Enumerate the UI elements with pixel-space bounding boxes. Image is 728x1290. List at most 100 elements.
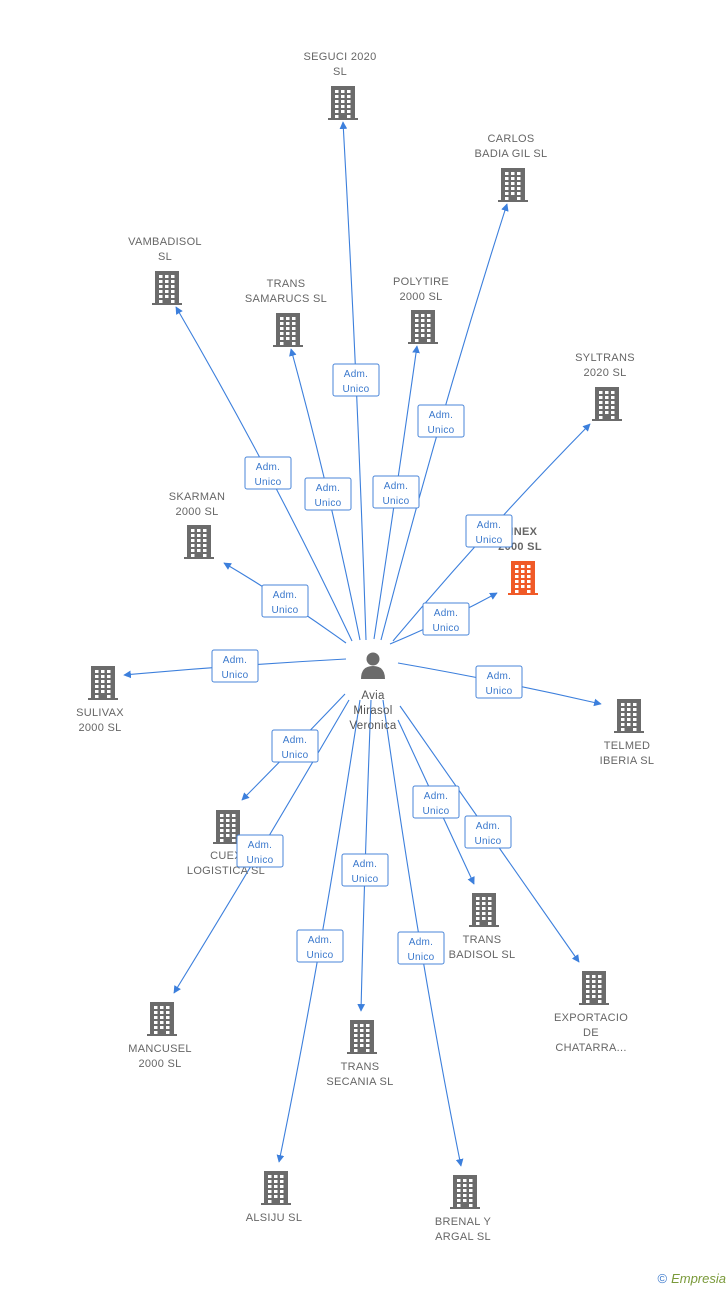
person-name-line: Avia [361, 690, 385, 702]
building-icon [579, 971, 609, 1005]
relation-label-alsiju[interactable]: Adm.Unico [296, 929, 344, 963]
relation-label-badisol[interactable]: Adm. Unico [412, 785, 460, 819]
relation-label-text: Adm. [316, 483, 341, 494]
relation-label-text: Adm. [409, 937, 434, 948]
relation-label-sinex[interactable]: Adm. Unico [422, 602, 470, 636]
company-node-mancusel[interactable]: MANCUSEL 2000 SL [128, 1002, 192, 1070]
relation-label-text: Unico [221, 670, 248, 681]
relation-label-text: Adm. [424, 791, 449, 802]
building-icon [408, 310, 438, 344]
building-icon [147, 1002, 177, 1036]
relation-label-text: Adm. [248, 840, 273, 851]
relation-label-text: Adm. [434, 608, 459, 619]
building-icon [469, 893, 499, 927]
company-node-alsiju[interactable]: ALSIJU SL [246, 1171, 303, 1224]
relation-label-text: Unico [246, 855, 273, 866]
relation-label-text: Adm. [273, 590, 298, 601]
relation-label-text: Adm. [487, 671, 512, 682]
company-label-line: SL [158, 251, 172, 263]
relation-label-text: Adm. [429, 410, 454, 421]
person-name-line: Mirasol [353, 705, 392, 717]
relation-label-text: Adm. [344, 369, 369, 380]
relation-label-text: Unico [342, 384, 369, 395]
relation-label-secania[interactable]: Adm.Unico [341, 853, 389, 887]
company-label-line: POLYTIRE [393, 276, 449, 288]
relation-label-brenal[interactable]: Adm. Unico [397, 931, 445, 965]
company-label-line: SULIVAX [76, 707, 124, 719]
relation-label-exportacio[interactable]: Adm. Unico [464, 815, 512, 849]
relation-label-text: Unico [427, 425, 454, 436]
company-label-line: ALSIJU SL [246, 1212, 303, 1224]
company-label-line: LOGISTICA SL [187, 865, 265, 877]
relation-label-text: Unico [474, 836, 501, 847]
relation-label-text: Unico [382, 496, 409, 507]
relation-label-telmed[interactable]: Adm.Unico [475, 665, 523, 699]
building-icon [592, 387, 622, 421]
relation-labels-layer: Adm.UnicoAdm.UnicoAdm.UnicoAdm.UnicoAdm.… [211, 363, 523, 965]
relation-label-polytire[interactable]: Adm.Unico [372, 475, 420, 509]
building-icon [213, 810, 243, 844]
brand-logo-text: Empresia [671, 1271, 726, 1286]
company-label-line: ARGAL SL [435, 1231, 491, 1243]
building-icon [508, 561, 538, 595]
company-label-line: SECANIA SL [326, 1076, 393, 1088]
person-icon [361, 652, 385, 679]
relation-label-text: Adm. [477, 520, 502, 531]
relation-label-vambadisol[interactable]: Adm.Unico [244, 456, 292, 490]
relation-label-sulivax[interactable]: Adm. Unico [211, 649, 259, 683]
building-icon [88, 666, 118, 700]
building-icon [261, 1171, 291, 1205]
relation-label-cuex[interactable]: Adm.Unico [271, 729, 319, 763]
company-label-line: BRENAL Y [435, 1216, 492, 1228]
relation-label-text: Adm. [223, 655, 248, 666]
relation-label-text: Unico [351, 874, 378, 885]
company-node-exportacio[interactable]: EXPORTACIODECHATARRA... [554, 971, 628, 1054]
relation-label-text: Adm. [256, 462, 281, 473]
relation-label-skarman[interactable]: Adm. Unico [261, 584, 309, 618]
building-icon [152, 271, 182, 305]
brand-footer[interactable]: ©Empresia [657, 1271, 726, 1286]
relation-label-text: Unico [422, 806, 449, 817]
building-icon [184, 525, 214, 559]
company-label-line: SYLTRANS [575, 352, 635, 364]
relation-label-text: Unico [281, 750, 308, 761]
relation-label-carlos[interactable]: Adm. Unico [417, 404, 465, 438]
relation-label-text: Adm. [476, 821, 501, 832]
company-label-line: 2000 SL [399, 291, 442, 303]
relation-label-mancusel[interactable]: Adm. Unico [236, 834, 284, 868]
relation-label-text: Unico [407, 952, 434, 963]
relation-label-text: Unico [306, 950, 333, 961]
relation-label-text: Unico [271, 605, 298, 616]
relation-label-text: Unico [432, 623, 459, 634]
relation-label-text: Unico [475, 535, 502, 546]
building-icon [450, 1175, 480, 1209]
company-label-line: MANCUSEL [128, 1043, 192, 1055]
relation-label-syltrans[interactable]: Adm. Unico [465, 514, 513, 548]
company-label-line: 2000 SL [138, 1058, 181, 1070]
company-node-brenal[interactable]: BRENAL Y ARGAL SL [435, 1175, 492, 1243]
building-icon [347, 1020, 377, 1054]
company-label-line: BADIA GIL SL [475, 148, 548, 160]
relation-label-seguci[interactable]: Adm. Unico [332, 363, 380, 397]
company-node-polytire[interactable]: POLYTIRE 2000 SL [393, 276, 449, 344]
copyright-symbol: © [657, 1271, 668, 1286]
company-label-line: SAMARUCS SL [245, 293, 327, 305]
company-label-line: 2000 SL [175, 506, 218, 518]
building-icon [614, 699, 644, 733]
relation-label-samarucs[interactable]: Adm.Unico [304, 477, 352, 511]
company-label-line: BADISOL SL [449, 949, 516, 961]
